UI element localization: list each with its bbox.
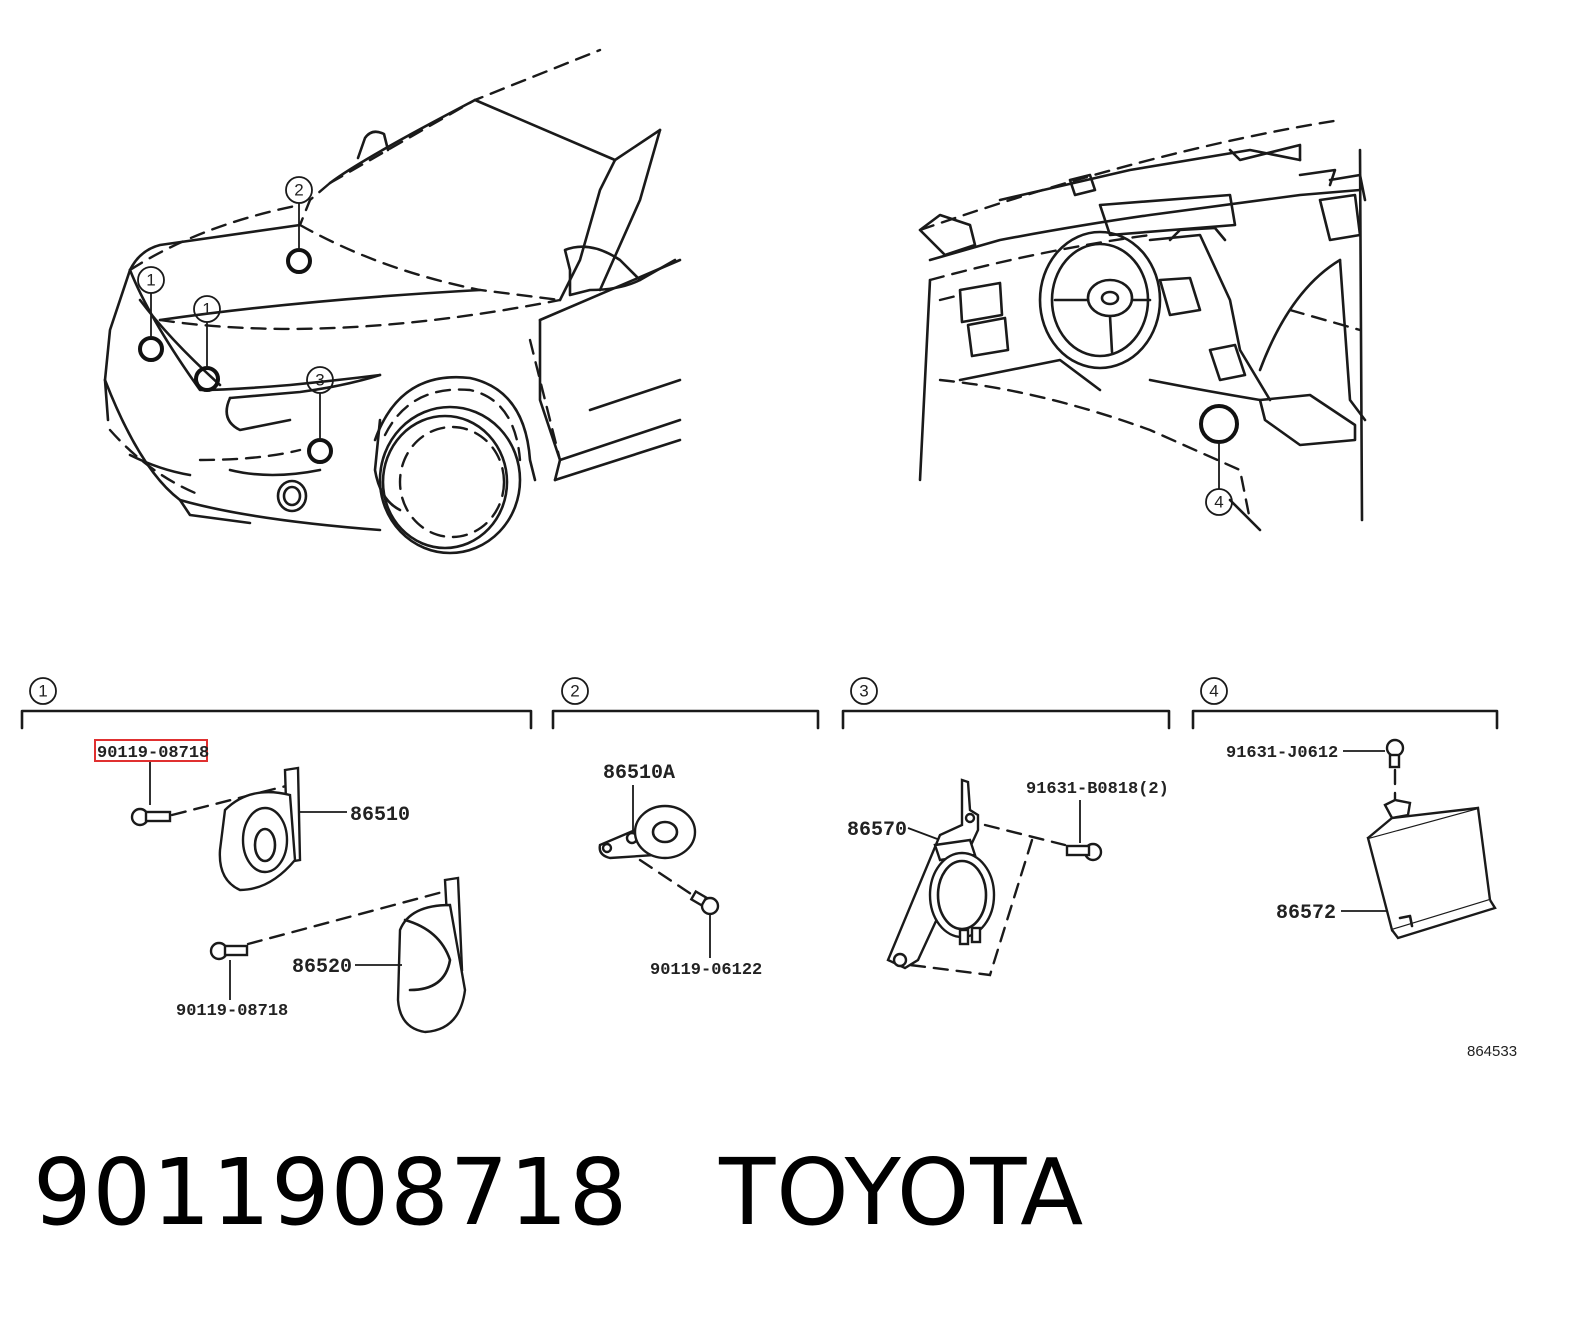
part-label-86520: 86520 <box>292 956 352 979</box>
bolt-icon <box>1065 842 1103 862</box>
svg-text:1: 1 <box>202 300 211 319</box>
bolt-icon <box>689 889 720 916</box>
part-label-91631-B0818: 91631-B0818(2) <box>1026 780 1169 799</box>
group-1-number: 1 <box>29 677 57 705</box>
siren-86570-icon <box>886 778 996 970</box>
part-label-90119-08718-bottom: 90119-08718 <box>176 1002 288 1021</box>
horn-86520-icon <box>396 876 467 1034</box>
ecu-86572-icon <box>1366 798 1497 940</box>
part-label-86510: 86510 <box>350 804 410 827</box>
group-4: 4 91631-J0612 86572 <box>1191 677 1499 940</box>
svg-text:3: 3 <box>315 371 324 390</box>
part-label-90119-06122: 90119-06122 <box>650 961 762 980</box>
group-2: 2 86510A 90119-06122 <box>551 677 820 980</box>
callout-balloon-4: 4 <box>1205 488 1233 516</box>
group-3: 3 86570 91631-B0818(2) <box>841 677 1171 977</box>
svg-text:1: 1 <box>38 682 47 701</box>
group-1-bracket <box>20 709 533 730</box>
horn-86510-icon <box>218 766 302 892</box>
reference-code: 864533 <box>1467 1043 1517 1060</box>
callout-balloon-1b: 1 <box>193 295 221 323</box>
callout-balloon-3: 3 <box>306 366 334 394</box>
group-4-number: 4 <box>1200 677 1228 705</box>
svg-text:3: 3 <box>859 682 868 701</box>
car-front-illustration <box>103 48 682 555</box>
group-4-bracket <box>1191 709 1499 730</box>
svg-text:1: 1 <box>146 271 155 290</box>
svg-text:2: 2 <box>570 682 579 701</box>
part-label-91631-J0612: 91631-J0612 <box>1226 744 1338 763</box>
group-2-number: 2 <box>561 677 589 705</box>
group-2-bracket <box>551 709 820 730</box>
dashboard-illustration <box>918 118 1367 532</box>
group-1: 1 90119-08718 86510 90119-08718 <box>20 677 533 1034</box>
part-label-86570: 86570 <box>847 819 907 842</box>
title-brand: TOYOTA <box>719 1139 1085 1246</box>
callout-balloon-2: 2 <box>285 176 313 204</box>
part-label-86572: 86572 <box>1276 902 1336 925</box>
title-part-number: 9011908718 <box>33 1139 629 1246</box>
group-3-number: 3 <box>850 677 878 705</box>
svg-text:4: 4 <box>1214 493 1223 512</box>
bolt-icon <box>209 941 249 961</box>
bolt-icon <box>130 807 172 827</box>
part-label-90119-08718-top: 90119-08718 <box>97 744 209 763</box>
svg-text:2: 2 <box>294 181 303 200</box>
group-3-bracket <box>841 709 1171 730</box>
callout-balloon-1a: 1 <box>137 266 165 294</box>
horn-86510A-icon <box>598 804 697 860</box>
bolt-icon <box>1385 738 1405 769</box>
part-label-86510A: 86510A <box>603 762 675 785</box>
page-title: 9011908718 TOYOTA <box>33 1138 1084 1248</box>
svg-text:4: 4 <box>1209 682 1218 701</box>
highlight-box <box>94 739 208 762</box>
